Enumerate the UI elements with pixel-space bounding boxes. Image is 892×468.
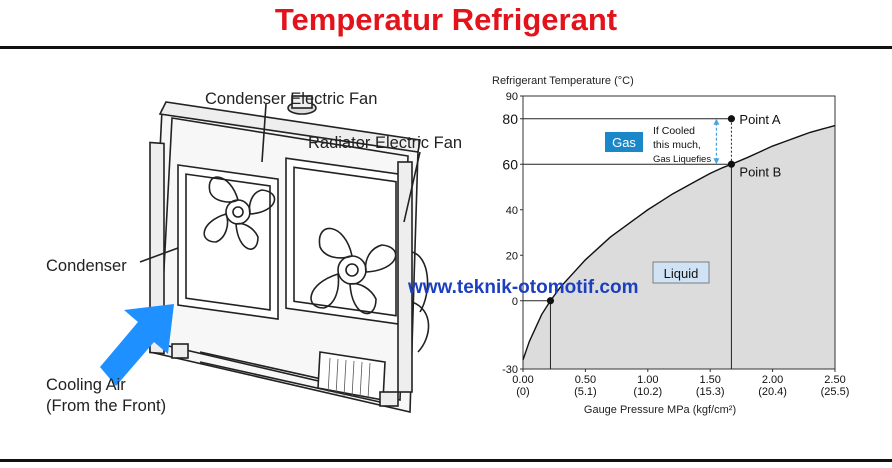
- gas-region-label: Gas: [612, 135, 636, 150]
- condenser-fan-blade: [208, 176, 239, 203]
- condenser-pointer: [139, 247, 179, 263]
- page-title: Temperatur Refrigerant: [274, 2, 618, 37]
- cooling-air-sub-label: (From the Front): [46, 397, 166, 415]
- x-tick-label-1.00: 1.00: [637, 374, 658, 386]
- annotation-line-1: If Cooled: [653, 125, 695, 137]
- data-point-0: [727, 115, 736, 123]
- cooling-arrow-head-bottom: [713, 158, 720, 165]
- data-point-2: [546, 297, 555, 305]
- radiator-fan-pointer: [403, 151, 421, 223]
- x-tick-label-0.00: 0.00: [512, 374, 533, 386]
- x-tick-sub-label-2.00: (20.4): [758, 386, 787, 398]
- plot-frame: [522, 95, 836, 370]
- data-point-1: [727, 160, 736, 168]
- y-tick-label--30: -30: [502, 364, 518, 376]
- x-tick-sub-label-0.00: (0): [516, 386, 529, 398]
- radiator-fan-label: Radiator Electric Fan: [308, 134, 462, 152]
- top-divider: [0, 46, 892, 49]
- x-tick-sub-label-1.00: (10.2): [633, 386, 662, 398]
- condenser-fan-pointer: [261, 103, 267, 163]
- refrigerant-chart: Refrigerant Temperature (°C) Point APoin…: [492, 75, 849, 416]
- y-tick-label-90: 90: [506, 91, 518, 103]
- radiator-fan-shroud: [285, 157, 405, 326]
- cooling-air-label: Cooling Air: [46, 376, 126, 394]
- annotation-line-3: Gas Liquefies: [653, 154, 711, 165]
- condenser-fan-shroud: [177, 164, 279, 320]
- radiator-top-tank: [158, 101, 421, 153]
- x-tick-sub-label-1.50: (15.3): [696, 386, 725, 398]
- x-tick-label-1.50: 1.50: [699, 374, 720, 386]
- liquid-region-box: [652, 261, 710, 284]
- x-tick-sub-label-2.50: (25.5): [821, 386, 850, 398]
- x-tick-label-2.00: 2.00: [762, 374, 783, 386]
- radiator-illustration: Condenser Electric Fan Radiator Electric…: [46, 90, 462, 415]
- saturation-curve: [522, 124, 836, 361]
- x-axis-label: Gauge Pressure MPa (kgf/cm²): [584, 404, 736, 416]
- y-tick-label-80: 80: [502, 111, 518, 127]
- point-label-1: Point B: [739, 164, 781, 179]
- x-tick-sub-label-0.50: (5.1): [574, 386, 597, 398]
- chart-title: Refrigerant Temperature (°C): [492, 75, 634, 87]
- bottom-divider: [0, 459, 892, 462]
- y-tick-label-0: 0: [512, 296, 518, 308]
- x-tick-label-2.50: 2.50: [824, 374, 845, 386]
- watermark: www.teknik-otomotif.com: [408, 277, 639, 298]
- point-label-0: Point A: [739, 112, 781, 127]
- y-tick-label-20: 20: [506, 250, 518, 262]
- condenser-fan-label: Condenser Electric Fan: [205, 90, 377, 108]
- liquid-region-label: Liquid: [664, 266, 699, 281]
- cooling-air-arrow: [100, 304, 174, 386]
- liquid-region-fill: [523, 125, 835, 369]
- annotation-line-2: this much,: [653, 139, 701, 151]
- cooling-arrow-head-top: [713, 118, 720, 125]
- y-tick-label-60: 60: [502, 156, 518, 172]
- gas-region-box: [605, 132, 643, 152]
- y-tick-label-40: 40: [506, 205, 518, 217]
- x-tick-label-0.50: 0.50: [575, 374, 596, 386]
- condenser-label: Condenser: [46, 257, 127, 275]
